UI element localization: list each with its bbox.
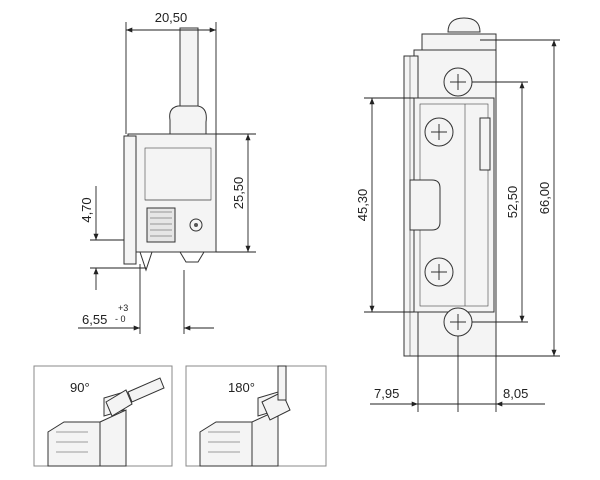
dim-width-left: 7,95: [374, 386, 399, 401]
latch: [409, 179, 441, 231]
dim-width-top: 20,50: [155, 10, 188, 25]
dim-height-inner: 52,50: [505, 186, 520, 219]
dim-tol-minus: - 0: [115, 314, 126, 324]
dim-tol-plus: +3: [118, 303, 128, 313]
front-dimensions: 45,30 52,50 66,00 7,95 8,05: [355, 39, 560, 412]
screw-bottom-icon: [443, 307, 473, 337]
right-tab: [479, 117, 491, 171]
dim-height-left: 25,50: [231, 177, 246, 210]
screw-lower-icon: [424, 257, 454, 287]
side-dimensions: 20,50 25,50 4,70 6,55 +3 - 0: [78, 10, 256, 334]
dim-height-mid: 45,30: [355, 189, 370, 222]
inset-180: 180°: [185, 365, 327, 467]
side-view: [123, 27, 217, 272]
inset-90: 90°: [33, 365, 173, 467]
top-cap: [447, 17, 481, 33]
screw-top-icon: [443, 67, 473, 97]
side-plate: [123, 135, 137, 265]
dim-offset-bottom: 6,55: [82, 312, 107, 327]
inset-90-label: 90°: [70, 380, 90, 395]
spring-block: [146, 207, 176, 243]
inset-180-label: 180°: [228, 380, 255, 395]
dim-width-right: 8,05: [503, 386, 528, 401]
dim-offset-small: 4,70: [79, 197, 94, 222]
screw-upper-icon: [424, 117, 454, 147]
dim-height-total: 66,00: [537, 182, 552, 215]
front-view: [403, 17, 497, 357]
